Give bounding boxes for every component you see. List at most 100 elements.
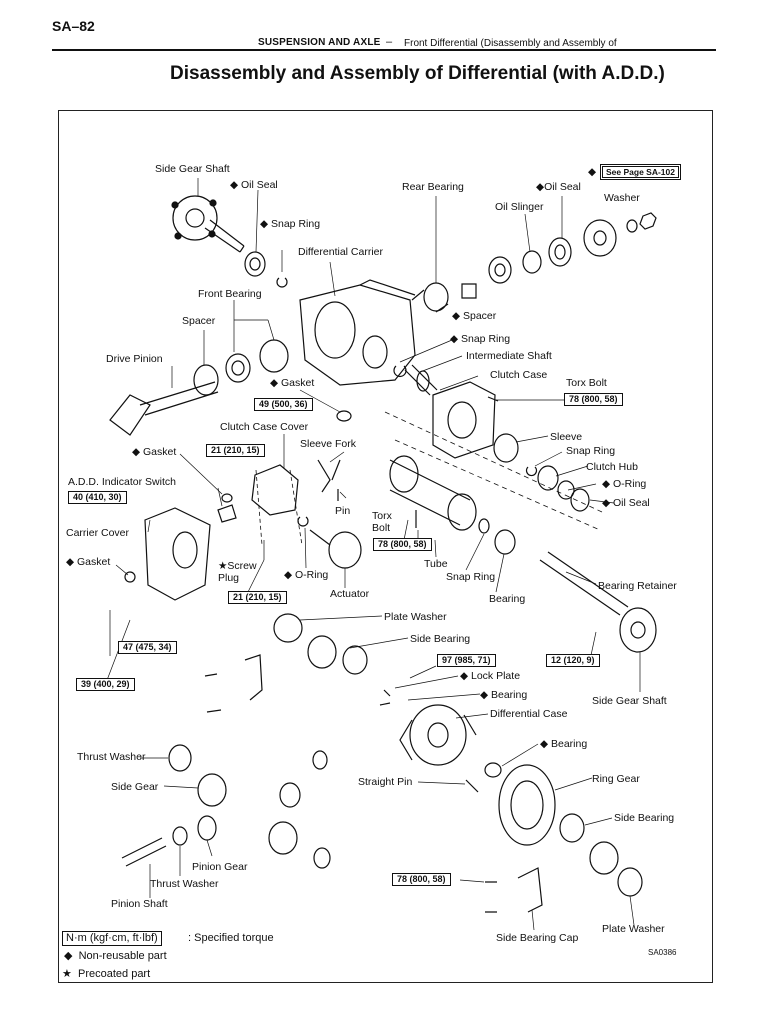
side-bearing-top-part bbox=[342, 645, 368, 675]
see-page-box: See Page SA-102 bbox=[600, 164, 681, 180]
label-oil-slinger: Oil Slinger bbox=[495, 201, 544, 213]
label-sleeve-fork: Sleeve Fork bbox=[300, 438, 357, 450]
label-bearing-right: ◆ Bearing bbox=[540, 738, 588, 750]
label-tube: Tube bbox=[424, 558, 448, 570]
label-bearing-mid: Bearing bbox=[489, 593, 526, 605]
side-bearing-cup-top-part bbox=[307, 635, 337, 669]
torque-39: 39 (400, 29) bbox=[76, 678, 135, 691]
label-spacer-right: ◆ Spacer bbox=[452, 310, 497, 322]
label-side-gear-shaft-right: Side Gear Shaft bbox=[592, 695, 667, 707]
thrust-washer-bottom2-part bbox=[313, 847, 331, 869]
label-screw-plug: ★Screw Plug bbox=[218, 560, 257, 584]
label-plate-washer-bottom: Plate Washer bbox=[602, 923, 665, 935]
bearing-mid-part bbox=[494, 529, 516, 555]
oil-seal-left-part bbox=[244, 251, 266, 277]
side-bearing-cup-bottom-part bbox=[589, 841, 619, 875]
label-front-bearing: Front Bearing bbox=[198, 288, 262, 300]
bearing-right-part bbox=[484, 762, 502, 778]
thrust-washer-left-part bbox=[168, 744, 192, 772]
label-see-page-marker: ◆ bbox=[588, 166, 597, 178]
non-reusable-icon: ◆ bbox=[602, 497, 611, 509]
drive-pinion-part bbox=[109, 381, 219, 436]
sleeve-fork-part bbox=[317, 459, 341, 493]
o-ring-mid-part bbox=[297, 516, 309, 527]
pinion-gear-mid-part bbox=[279, 782, 301, 808]
plate-washer-bottom-part bbox=[617, 867, 643, 897]
clutch-hub-part bbox=[537, 465, 559, 491]
gasket-2-part bbox=[221, 493, 233, 503]
torque-40: 40 (410, 30) bbox=[68, 491, 127, 504]
side-gear-shaft-top-part bbox=[171, 195, 245, 253]
companion-flange-part bbox=[583, 219, 617, 257]
snap-ring-4-part bbox=[478, 518, 490, 534]
label-sleeve: Sleeve bbox=[550, 431, 583, 443]
spacer-left-part bbox=[193, 364, 219, 396]
page-title: Disassembly and Assembly of Differential… bbox=[170, 63, 665, 84]
label-side-gear: Side Gear bbox=[111, 781, 159, 793]
label-actuator: Actuator bbox=[330, 588, 370, 600]
carrier-cover-part bbox=[144, 507, 211, 601]
non-reusable-icon: ◆ bbox=[540, 738, 549, 750]
non-reusable-icon: ◆ bbox=[260, 218, 269, 230]
non-reusable-icon: ◆ bbox=[270, 377, 279, 389]
non-reusable-icon: ◆ bbox=[460, 670, 469, 682]
oil-seal-right-part bbox=[548, 237, 572, 267]
differential-carrier-part bbox=[299, 279, 416, 386]
page-number: SA–82 bbox=[52, 18, 95, 34]
legend-unit-box: N·m (kgf·cm, ft·lbf) bbox=[62, 931, 162, 946]
sleeve-part bbox=[493, 433, 519, 463]
label-torx-bolt-right: Torx Bolt bbox=[566, 377, 607, 389]
torque-49: 49 (500, 36) bbox=[254, 398, 313, 411]
label-side-bearing-top: Side Bearing bbox=[410, 633, 471, 645]
o-ring-right-part bbox=[557, 480, 575, 500]
non-reusable-icon: ◆ bbox=[64, 950, 73, 962]
header-rule bbox=[52, 49, 716, 51]
label-differential-case: Differential Case bbox=[490, 708, 568, 720]
side-bearing-bottom-part bbox=[559, 813, 585, 843]
lock-plate-part bbox=[379, 689, 391, 706]
gasket-1-part bbox=[336, 410, 352, 422]
diagram-frame bbox=[58, 110, 713, 983]
add-indicator-switch-part bbox=[217, 504, 237, 523]
non-reusable-icon: ◆ bbox=[452, 310, 461, 322]
torque-78-mid: 78 (800, 58) bbox=[373, 538, 432, 551]
label-side-bearing-cap: Side Bearing Cap bbox=[496, 932, 579, 944]
label-snap-ring-2: ◆ Snap Ring bbox=[450, 333, 511, 345]
bolts-bottom-part bbox=[485, 881, 497, 913]
label-lock-plate: ◆ Lock Plate bbox=[460, 670, 521, 682]
torque-12: 12 (120, 9) bbox=[546, 654, 600, 667]
label-bearing-lower: ◆ Bearing bbox=[480, 689, 528, 701]
actuator-part bbox=[309, 529, 362, 569]
bearing-cap-top-part bbox=[244, 654, 263, 701]
label-differential-carrier: Differential Carrier bbox=[298, 246, 383, 258]
non-reusable-icon: ◆ bbox=[450, 333, 459, 345]
bearing-retainer-part bbox=[539, 551, 657, 653]
non-reusable-icon: ◆ bbox=[602, 478, 611, 490]
torque-78-bottom: 78 (800, 58) bbox=[392, 873, 451, 886]
label-pin: Pin bbox=[335, 505, 351, 517]
label-side-bearing-bottom: Side Bearing bbox=[614, 812, 675, 824]
label-gasket-2: ◆ Gasket bbox=[132, 446, 177, 458]
non-reusable-icon: ◆ bbox=[284, 569, 293, 581]
plate-washer-top-part bbox=[273, 613, 303, 643]
label-oil-seal-left: ◆ Oil Seal bbox=[230, 179, 278, 191]
precoated-icon: ★ bbox=[62, 968, 72, 980]
front-bearing-part bbox=[225, 353, 251, 383]
subsection-title: Front Differential (Disassembly and Asse… bbox=[404, 38, 617, 49]
washer-part bbox=[626, 219, 638, 233]
label-bearing-retainer: Bearing Retainer bbox=[598, 580, 677, 592]
thrust-washer-bottom-part bbox=[172, 826, 188, 846]
label-intermediate-shaft: Intermediate Shaft bbox=[466, 350, 552, 362]
front-bearing-cup-part bbox=[259, 339, 289, 373]
label-clutch-case: Clutch Case bbox=[490, 369, 548, 381]
header-dash: – bbox=[386, 36, 393, 48]
gasket-3-part bbox=[124, 571, 136, 583]
snap-ring-3-part bbox=[525, 466, 538, 477]
label-gasket-1: ◆ Gasket bbox=[270, 377, 315, 389]
label-spacer-left: Spacer bbox=[182, 315, 216, 327]
torque-97: 97 (985, 71) bbox=[437, 654, 496, 667]
snap-ring-2-part bbox=[393, 365, 407, 377]
clutch-case-part bbox=[432, 381, 496, 459]
label-pinion-gear: Pinion Gear bbox=[192, 861, 248, 873]
